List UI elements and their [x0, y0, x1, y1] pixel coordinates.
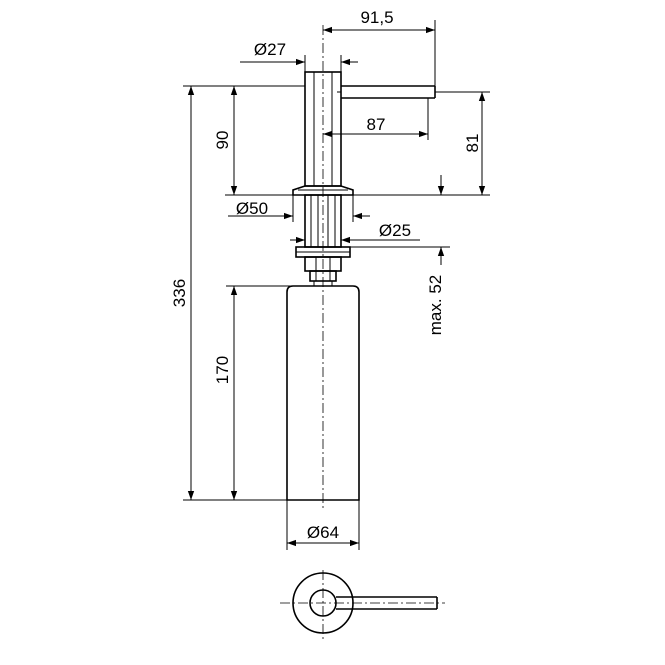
spout: [337, 85, 436, 99]
dim-hole-diameter: Ø25: [290, 221, 420, 244]
dim-pump-head-diameter: Ø27: [240, 40, 358, 72]
spout-length-label: 91,5: [360, 8, 393, 27]
flange-diameter-label: Ø50: [236, 199, 268, 218]
dim-flange-diameter: Ø50: [228, 195, 370, 222]
dim-spout-height: 81: [353, 91, 490, 196]
top-view: [280, 572, 445, 634]
nut: [295, 246, 351, 282]
dim-bottle-height: 170: [213, 285, 293, 500]
dim-spout-length: 91,5: [323, 8, 436, 86]
threaded-body: [304, 194, 342, 248]
dim-pump-height: 90: [213, 85, 305, 196]
pump-height-label: 90: [213, 131, 232, 150]
bottle-height-label: 170: [213, 356, 232, 384]
spout-reach-label: 87: [367, 115, 386, 134]
dim-max-counter-thickness: max. 52: [350, 175, 450, 335]
dim-overall-height: 336: [170, 85, 305, 501]
max-counter-thickness-label: max. 52: [426, 275, 445, 335]
pump-head-diameter-label: Ø27: [254, 40, 286, 59]
spout-height-label: 81: [463, 134, 482, 153]
bottle-diameter-label: Ø64: [307, 523, 339, 542]
bottle: [286, 281, 360, 501]
dim-bottle-diameter: Ø64: [286, 500, 360, 550]
dim-spout-reach: 87: [323, 98, 429, 140]
overall-height-label: 336: [170, 279, 189, 307]
hole-diameter-label: Ø25: [379, 221, 411, 240]
